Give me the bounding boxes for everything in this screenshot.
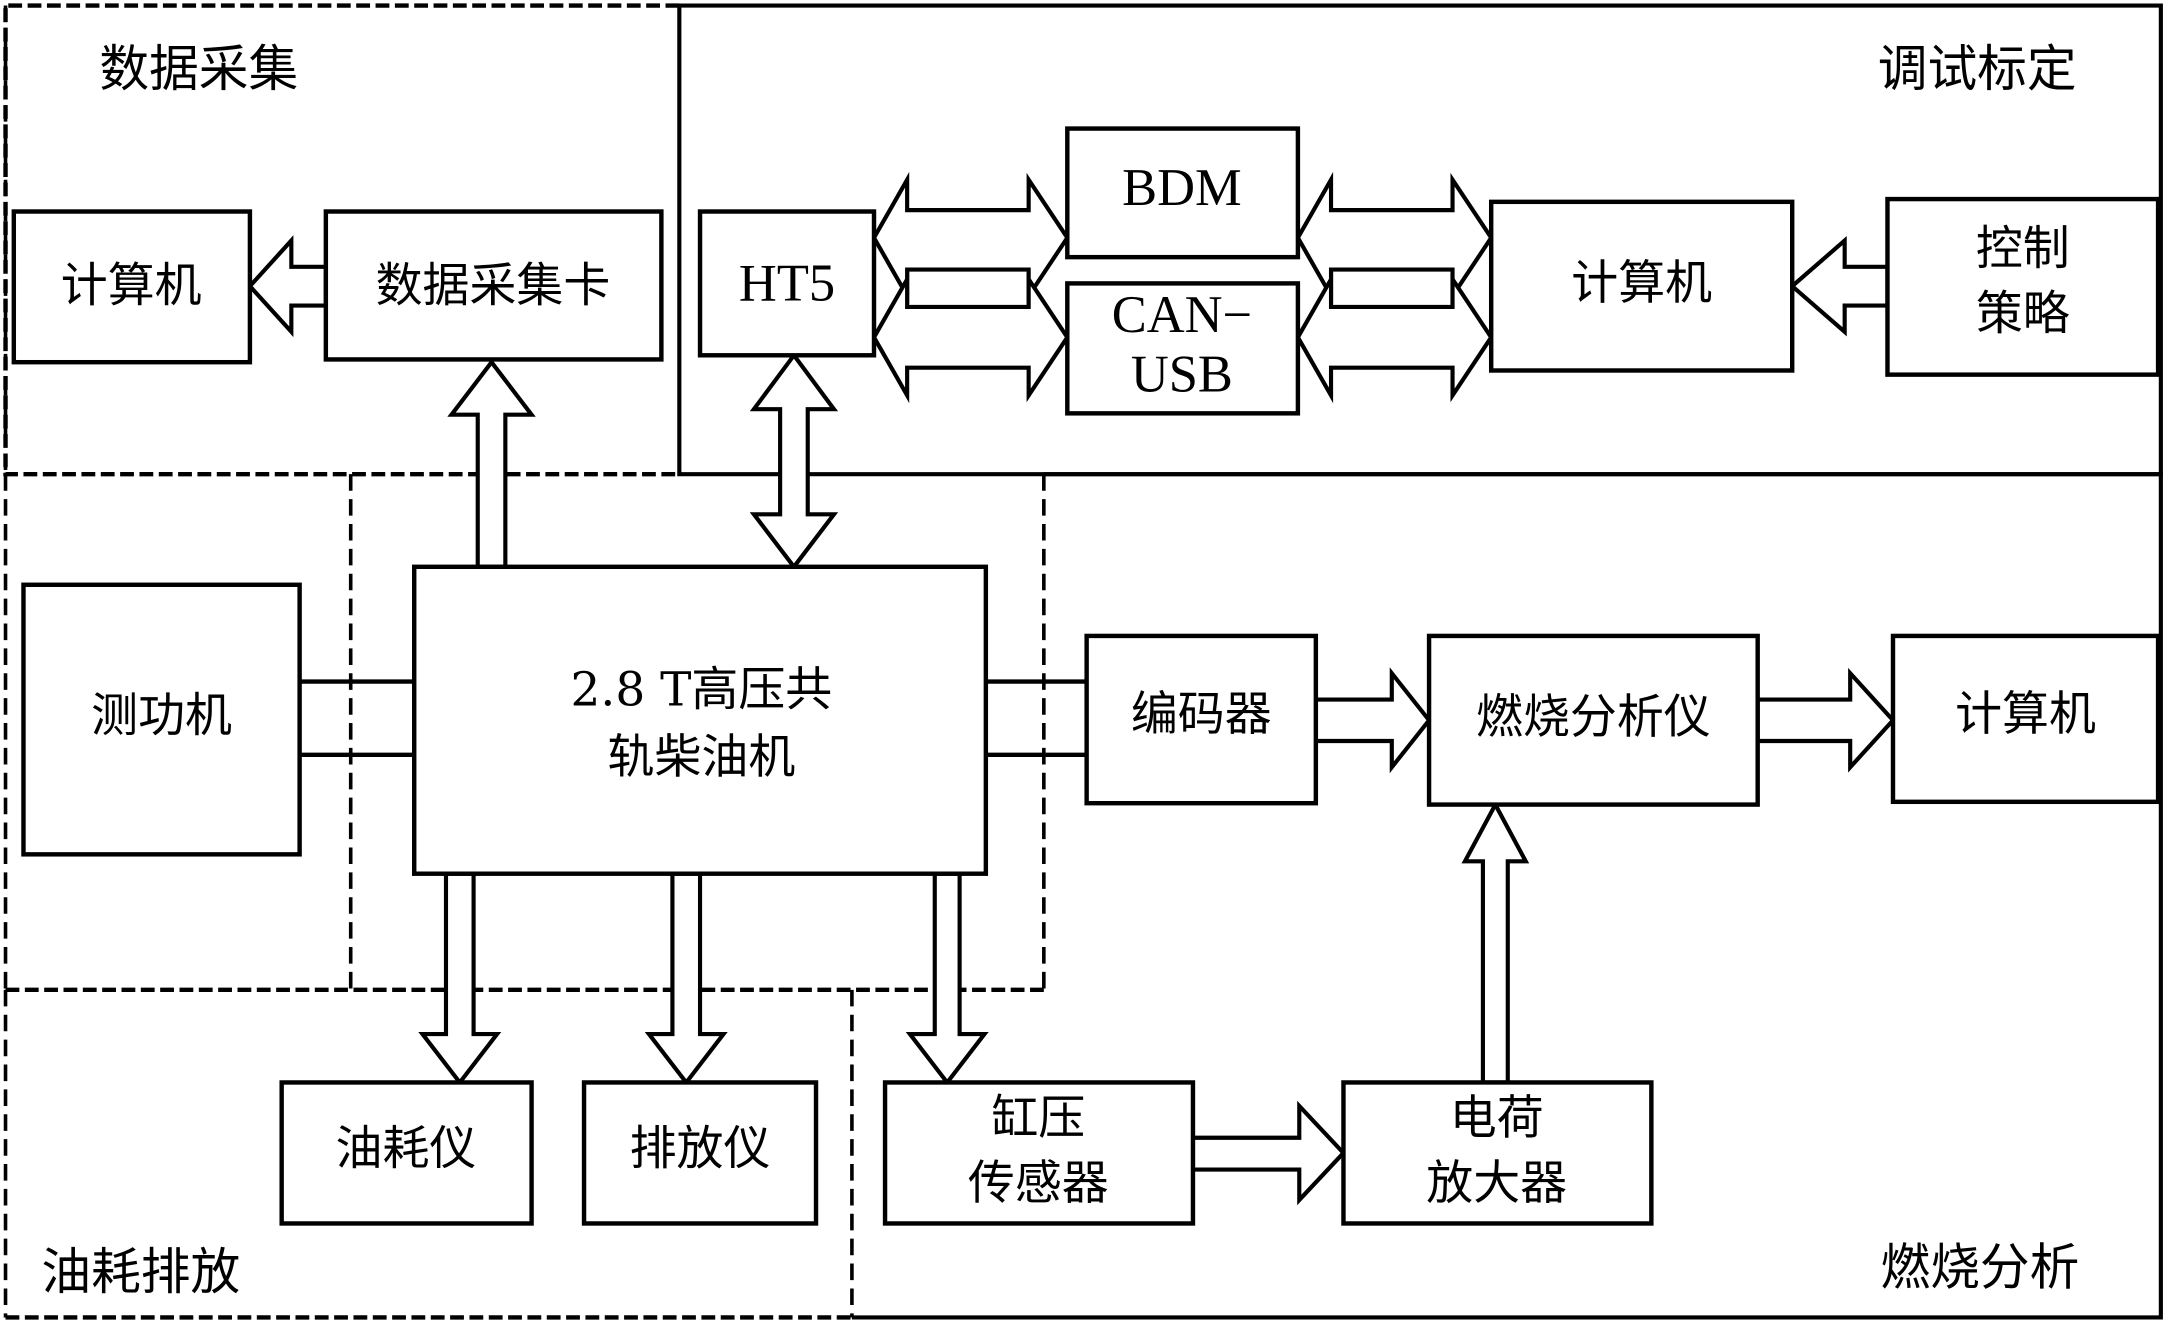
block-bdm: BDM	[1065, 126, 1301, 260]
block-dynamometer: 测功机	[21, 582, 302, 857]
arrow-encoder-to-analyzer	[1313, 667, 1432, 774]
block-emission-analyzer: 排放仪	[581, 1080, 819, 1226]
block-label: BDM	[1122, 159, 1242, 217]
block-combustion-computer: 计算机	[1890, 633, 2161, 805]
arrow-ht5-engine	[749, 351, 839, 571]
block-daq-computer: 计算机	[11, 209, 253, 365]
block-engine: 2.8 T高压共 轨柴油机	[412, 564, 989, 876]
block-ht5: HT5	[697, 209, 877, 358]
block-label: 油耗仪	[336, 1121, 477, 1176]
block-label-line2: 策略	[1976, 286, 2070, 341]
arrow-ht5-bdm-can	[871, 171, 1070, 304]
region-dynamometer-border	[3, 474, 353, 990]
region-label-data-acquisition: 数据采集	[99, 40, 298, 98]
block-label: 计算机	[1571, 256, 1712, 311]
arrow-can-computer	[1295, 271, 1494, 404]
block-label-line2: 传感器	[968, 1156, 1109, 1211]
block-can-usb: CAN− USB	[1065, 281, 1301, 416]
block-label-line1: 缸压	[991, 1091, 1085, 1146]
arrow-engine-to-daqcard	[447, 358, 536, 569]
arrow-strategy-to-computer	[1789, 235, 1890, 337]
block-label: 数据采集卡	[376, 259, 611, 314]
arrow-engine-to-pressure-sensor	[905, 871, 989, 1086]
block-label-line2: 轨柴油机	[608, 730, 796, 785]
arrow-engine-to-fuel-meter	[418, 871, 502, 1086]
block-label-line2: 放大器	[1426, 1156, 1567, 1211]
shaft-dynamometer-engine	[299, 679, 415, 758]
shaft-engine-encoder	[985, 679, 1087, 758]
block-fuel-meter: 油耗仪	[279, 1080, 534, 1226]
block-label: 计算机	[1955, 687, 2096, 742]
arrow-analyzer-to-computer	[1755, 667, 1896, 773]
arrow-ht5-can	[871, 271, 1070, 404]
block-encoder: 编码器	[1084, 633, 1319, 806]
block-cylinder-pressure-sensor: 缸压 传感器	[882, 1080, 1196, 1226]
block-label: 排放仪	[630, 1121, 771, 1176]
block-charge-amplifier: 电荷 放大器	[1341, 1080, 1654, 1226]
block-combustion-analyzer: 燃烧分析仪	[1426, 633, 1760, 807]
block-calib-computer: 计算机	[1488, 199, 1795, 373]
region-label-debug-calibration: 调试标定	[1878, 40, 2077, 98]
region-data-acquisition-border	[3, 3, 680, 477]
block-label-line1: 2.8 T高压共	[571, 662, 833, 717]
block-label: 计算机	[61, 259, 202, 314]
region-label-combustion-analysis: 燃烧分析	[1881, 1239, 2080, 1297]
arrow-sensor-to-amplifier	[1190, 1100, 1347, 1206]
block-label: 编码器	[1131, 687, 1272, 742]
region-label-fuel-emission: 油耗排放	[41, 1243, 240, 1301]
arrow-amplifier-to-analyzer	[1461, 800, 1530, 1085]
arrow-engine-to-emission	[644, 871, 728, 1086]
arrow-daqcard-to-computer	[247, 235, 328, 338]
block-label-line1: 电荷	[1450, 1091, 1544, 1146]
block-label-line1: CAN−	[1112, 286, 1252, 344]
block-label: 燃烧分析仪	[1476, 690, 1711, 745]
arrow-bdm-computer	[1295, 171, 1494, 304]
block-label-line2: USB	[1131, 346, 1233, 404]
block-daq-card: 数据采集卡	[323, 209, 664, 362]
block-label: 测功机	[91, 689, 232, 744]
region-combustion-analysis-border	[851, 472, 2163, 1320]
block-control-strategy: 控制 策略	[1885, 196, 2161, 377]
block-label: HT5	[739, 254, 835, 312]
block-label-line1: 控制	[1976, 221, 2070, 276]
